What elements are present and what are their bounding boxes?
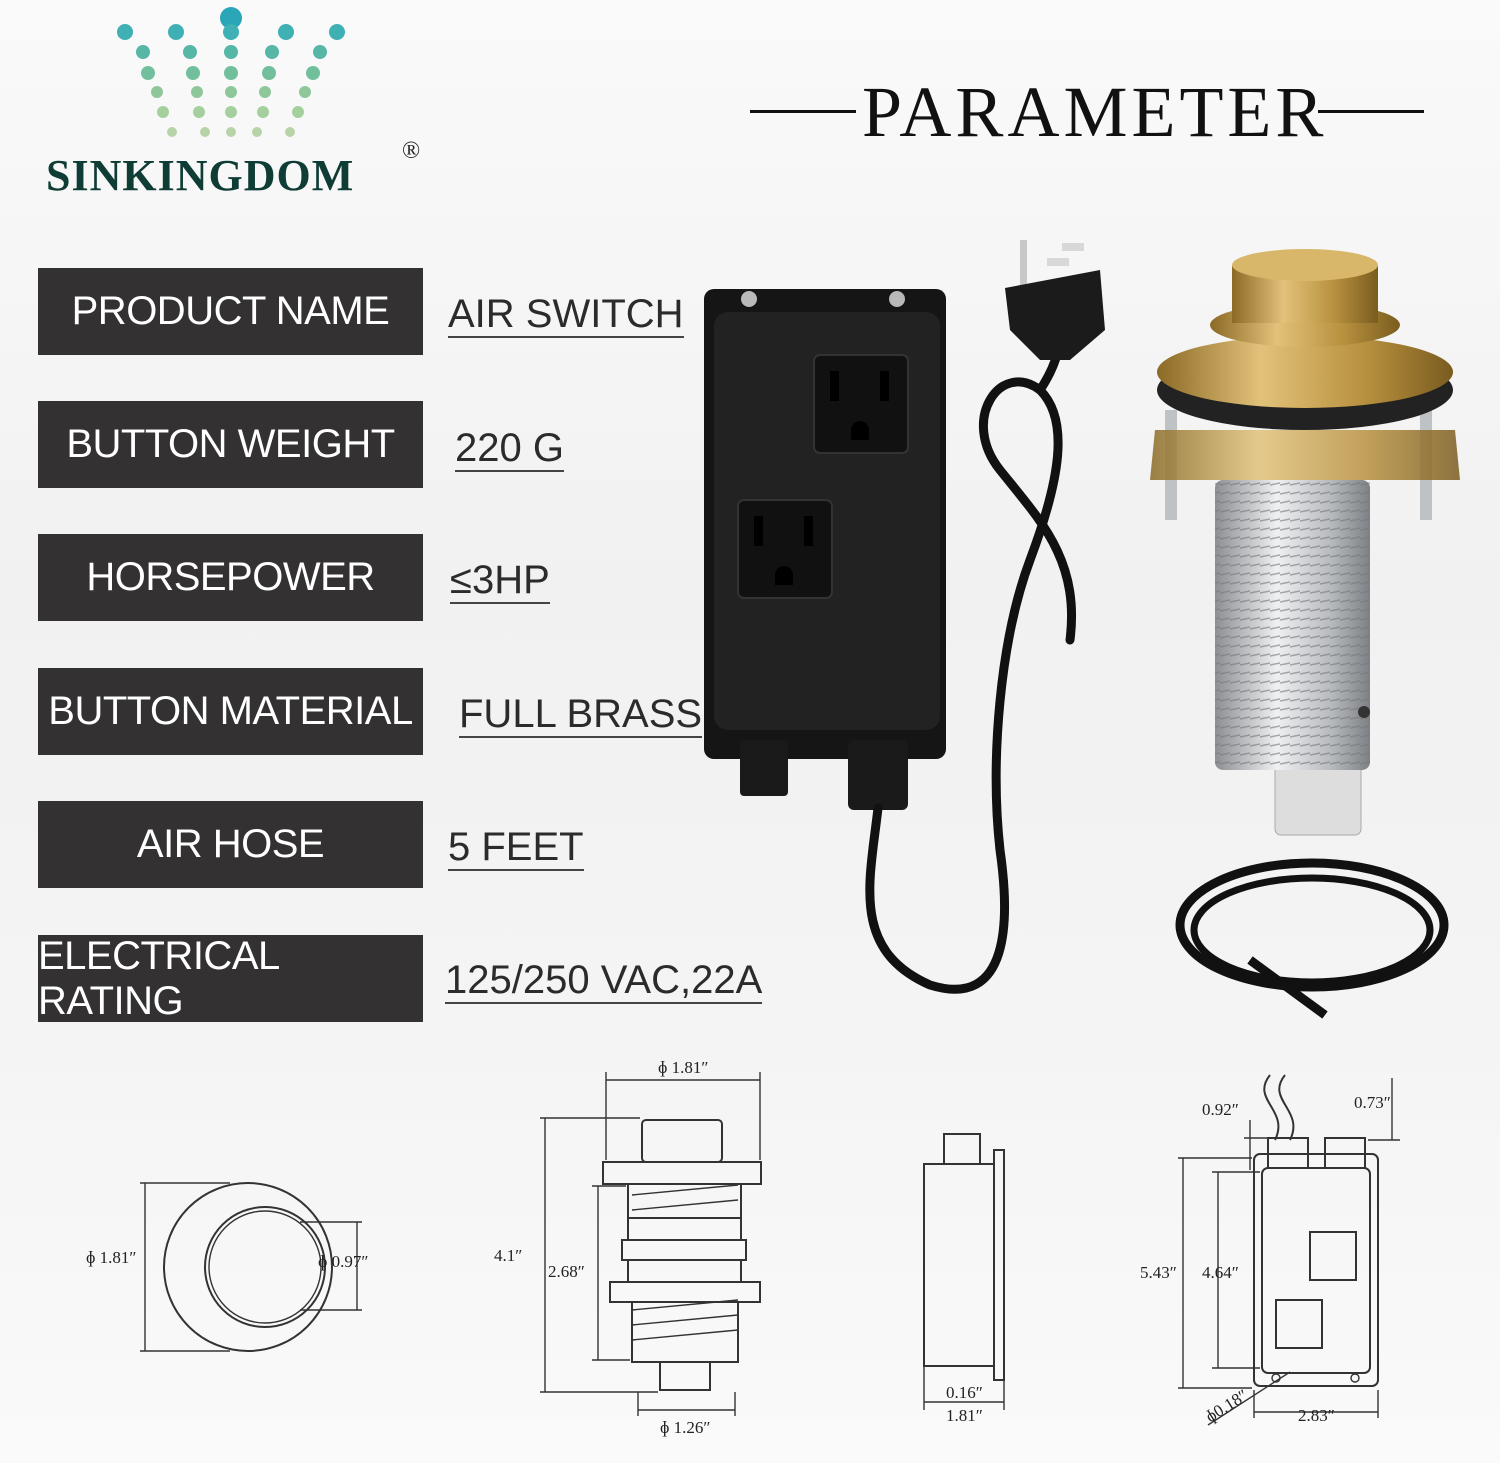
brand-name: SINKINGDOM (46, 151, 355, 200)
crown-dot (193, 106, 205, 118)
spec-value-button-weight: 220 G (455, 426, 564, 472)
crown-dot (157, 106, 169, 118)
crown-dot (220, 7, 242, 29)
spec-label-air-hose: AIR HOSE (38, 801, 423, 888)
power-cord (865, 377, 1076, 994)
crown-dot (257, 106, 269, 118)
spec-label-horsepower: HORSEPOWER (38, 534, 423, 621)
crown-dot (136, 45, 150, 59)
dim-button-top-dia: ɸ 1.81″ (658, 1058, 709, 1077)
dim-box-width: 1.81″ (946, 1406, 983, 1425)
button-side-drawing (540, 1072, 762, 1416)
crown-dot (224, 45, 238, 59)
title-line-right (1318, 110, 1424, 113)
plug (1005, 240, 1105, 360)
crown-dot (292, 106, 304, 118)
box-front-drawing (1178, 1074, 1400, 1426)
dim-front-width: 2.83″ (1298, 1406, 1335, 1425)
dim-button-height: 4.1″ (494, 1246, 523, 1265)
crown-dot (329, 24, 345, 40)
dim-button-bottom-dia: ɸ 1.26″ (660, 1418, 711, 1437)
crown-dot (224, 66, 238, 80)
spec-label-product-name: PRODUCT NAME (38, 268, 423, 355)
crown-dot (191, 86, 203, 98)
crown-dot (299, 86, 311, 98)
spec-value-button-material: FULL BRASS (459, 692, 703, 738)
dim-box-thick: 0.16″ (946, 1383, 983, 1402)
page-title: PARAMETER (862, 72, 1328, 152)
crown-dot (167, 127, 177, 137)
dim-button-thread: 2.68″ (548, 1262, 585, 1281)
crown-dot (306, 66, 320, 80)
box-side-drawing (923, 1133, 1005, 1410)
crown-dot (225, 86, 237, 98)
air-button-photo (1150, 249, 1460, 836)
outlet-box (704, 289, 946, 810)
crown-dot (265, 45, 279, 59)
spec-value-air-hose: 5 FEET (448, 825, 584, 871)
air-hose-coil (1175, 858, 1449, 1019)
dim-front-inner-height: 4.64″ (1202, 1263, 1239, 1282)
spec-label-button-material: BUTTON MATERIAL (38, 668, 423, 755)
crown-dot (278, 24, 294, 40)
spec-value-electrical-rating: 125/250 VAC,22A (445, 958, 763, 1004)
crown-dot (225, 106, 237, 118)
dim-top-outer: ɸ 1.81″ (86, 1248, 137, 1267)
crown-dot (313, 45, 327, 59)
crown-dot (151, 86, 163, 98)
crown-dot (223, 24, 239, 40)
crown-dot (259, 86, 271, 98)
registered-mark: ® (402, 138, 421, 164)
spec-label-button-weight: BUTTON WEIGHT (38, 401, 423, 488)
spec-label-electrical-rating: ELECTRICAL RATING (38, 934, 423, 1023)
crown-dot (226, 127, 236, 137)
crown-dot (186, 66, 200, 80)
title-line-left (750, 110, 856, 113)
dim-front-height: 5.43″ (1140, 1263, 1177, 1282)
crown-dot (262, 66, 276, 80)
dim-front-top-left: 0.92″ (1202, 1100, 1239, 1119)
top-view-drawing (140, 1182, 362, 1352)
spec-value-horsepower: ≤3HP (450, 558, 550, 604)
crown-dot (200, 127, 210, 137)
crown-dot (183, 45, 197, 59)
spec-value-product-name: AIR SWITCH (448, 292, 684, 338)
crown-dot (117, 24, 133, 40)
crown-dot (252, 127, 262, 137)
crown-dot (168, 24, 184, 40)
crown-dot (285, 127, 295, 137)
dim-front-top-right: 0.73″ (1354, 1093, 1391, 1112)
crown-dot (141, 66, 155, 80)
dim-top-inner: ɸ 0.97″ (318, 1252, 369, 1271)
